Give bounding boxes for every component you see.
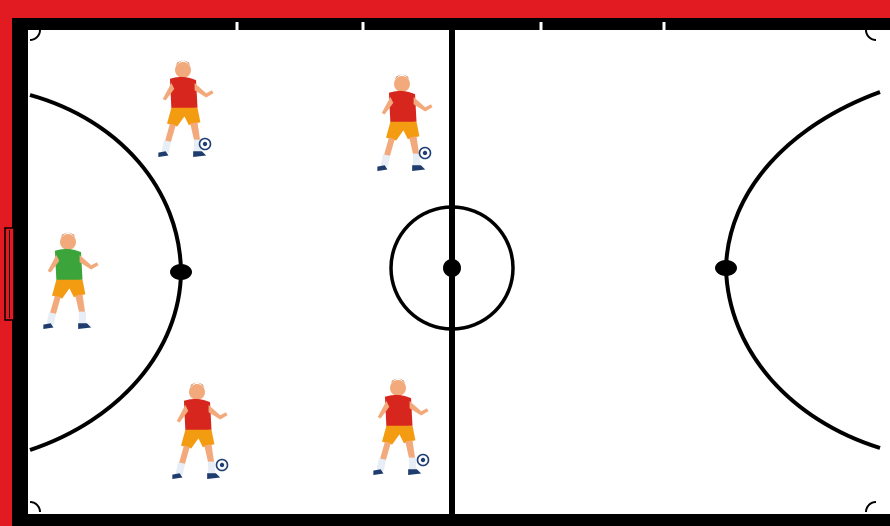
penalty-spot-left	[170, 264, 192, 280]
ball-icon	[420, 148, 431, 159]
ball-icon	[418, 455, 429, 466]
sub-zone-mark-4	[663, 22, 666, 31]
sub-zone-mark-2	[362, 22, 365, 31]
ball-icon	[200, 139, 211, 150]
center-spot	[443, 259, 461, 277]
penalty-spot-right	[715, 260, 737, 276]
ball-icon	[217, 460, 228, 471]
sub-zone-mark-3	[540, 22, 543, 31]
sub-zone-mark-1	[236, 22, 239, 31]
